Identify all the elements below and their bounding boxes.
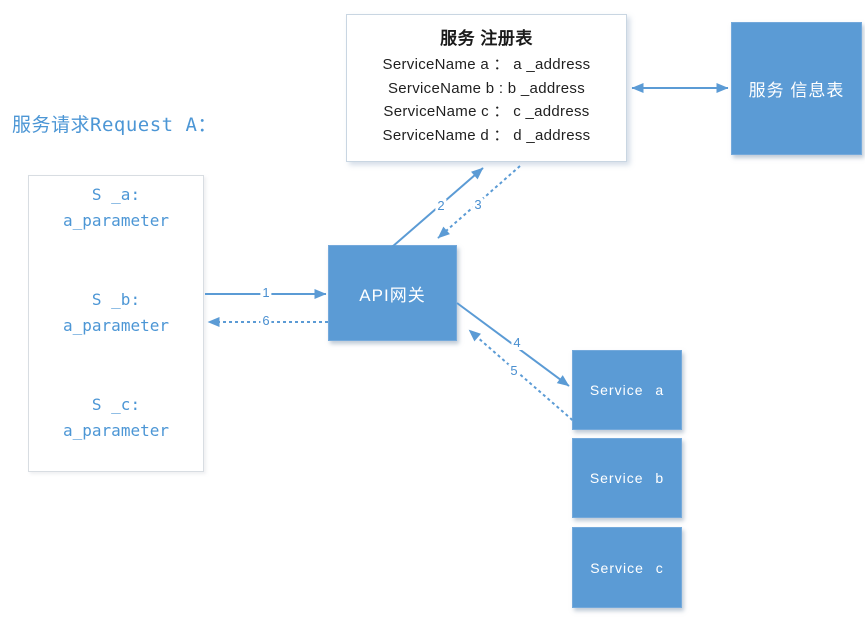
request-item-a: S _a: a_parameter xyxy=(29,182,203,234)
service-registry-box: 服务 注册表 ServiceName a ： a _address Servic… xyxy=(346,14,627,162)
request-item-c: S _c: a_parameter xyxy=(29,392,203,444)
service-c-box: Service c xyxy=(572,527,682,608)
arrow-label-6: 6 xyxy=(260,313,272,328)
arrow-label-2: 2 xyxy=(435,198,447,213)
request-item-name: S _a: xyxy=(91,185,141,204)
arrow-label-3: 3 xyxy=(472,197,484,212)
service-registry-title: 服务 注册表 xyxy=(440,29,533,48)
arrow-label-1: 1 xyxy=(260,285,272,300)
api-gateway-box: API网关 xyxy=(328,245,457,341)
registry-entry: ServiceName a ： a _address xyxy=(382,56,591,73)
arrow-5-service-a-to-gateway xyxy=(468,329,578,425)
arrow-label-5: 5 xyxy=(508,363,520,378)
service-a-label: Service a xyxy=(589,382,665,398)
request-item-b: S _b: a_parameter xyxy=(29,287,203,339)
service-info-table-label: 服务 信息表 xyxy=(748,81,845,100)
registry-entry: ServiceName c ： c _address xyxy=(383,103,590,120)
request-item-name: S _c: xyxy=(91,395,141,414)
registry-entry: ServiceName d ： d _address xyxy=(382,126,591,144)
service-c-label: Service c xyxy=(590,559,664,576)
request-item-param: a_parameter xyxy=(63,211,169,230)
request-item-param: a_parameter xyxy=(63,421,169,440)
service-a-box: Service a xyxy=(572,350,682,430)
request-item-name: S _b: xyxy=(91,290,141,309)
service-info-table-box: 服务 信息表 xyxy=(731,22,862,155)
api-gateway-label: API网关 xyxy=(359,285,426,305)
registry-entry: ServiceName b : b _address xyxy=(387,79,586,97)
service-b-box: Service b xyxy=(572,438,682,518)
request-item-param: a_parameter xyxy=(63,316,169,335)
arrow-label-4: 4 xyxy=(511,335,523,350)
request-heading: 服务请求Request A： xyxy=(12,114,217,136)
service-registry-entries: ServiceName a ： a _address ServiceName b… xyxy=(347,53,626,147)
request-params-box: S _a: a_parameter S _b: a_parameter S _c… xyxy=(28,175,204,472)
service-b-label: Service b xyxy=(589,470,665,486)
